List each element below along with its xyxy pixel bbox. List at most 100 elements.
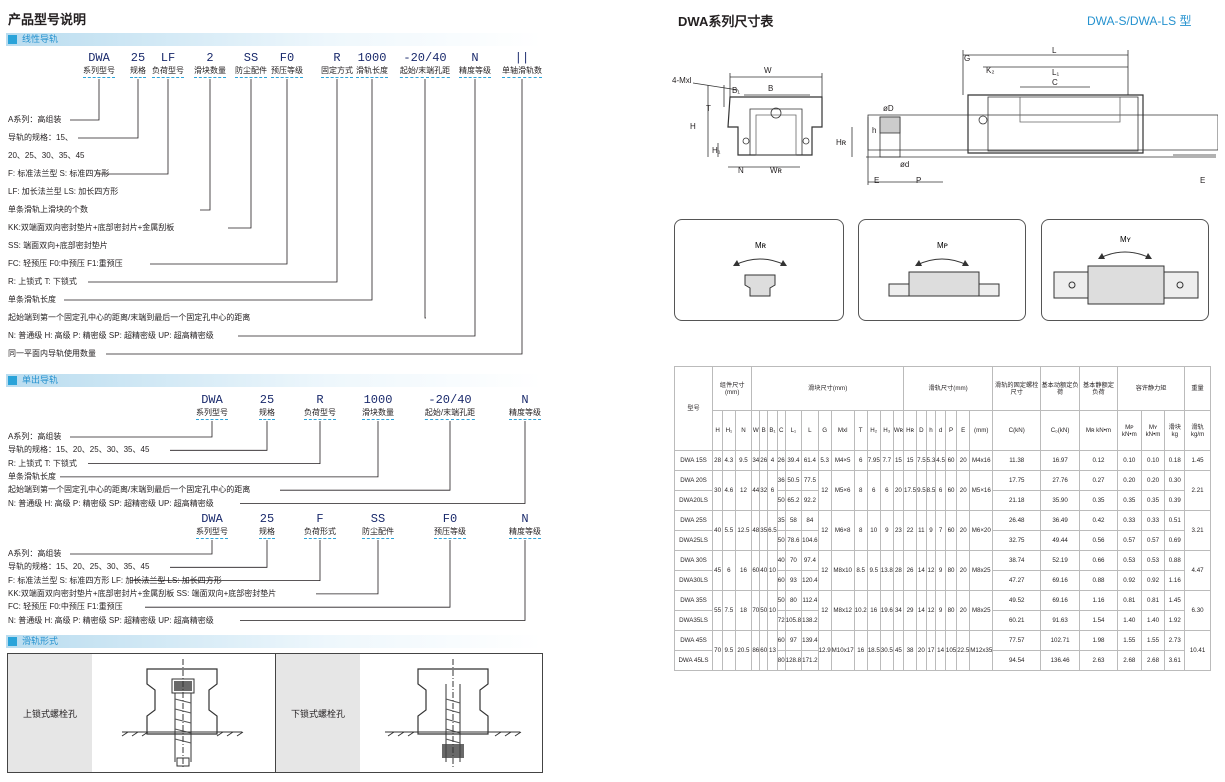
code-label: 精度等级 <box>509 526 541 539</box>
table-cell: 28 <box>711 450 724 471</box>
table-cell: M5×6 <box>830 470 855 511</box>
code-description: SS: 端面双向+底部密封垫片 <box>8 241 108 250</box>
code-label: 规格 <box>130 65 146 78</box>
sub-header: H₃ <box>879 410 894 451</box>
table-cell: 23 <box>892 510 905 551</box>
model-cell: DWA 45LS <box>674 650 713 671</box>
table-cell: 4.5 <box>935 450 946 471</box>
code-label: 滑轨长度 <box>356 65 388 78</box>
dim-label: L <box>1052 46 1057 55</box>
sub-header: L <box>801 410 819 451</box>
table-cell: 21.18 <box>992 490 1042 511</box>
code-description: 起始端到第一个固定孔中心的距离/末端到最后一个固定孔中心的距离 <box>8 313 251 322</box>
code-description: A系列：高组装 <box>8 549 62 558</box>
code-label: 单轴滑轨数 <box>502 65 542 78</box>
table-cell: M4x16 <box>969 450 994 471</box>
table-cell: 5.5 <box>722 510 736 551</box>
table-cell: 9 <box>935 590 946 631</box>
code-segment: 25 <box>259 393 275 407</box>
table-cell: 1.98 <box>1079 630 1118 651</box>
sub-header: 滑块 kg <box>1164 410 1186 451</box>
table-cell: 0.30 <box>1164 470 1186 491</box>
table-cell: 70 <box>751 590 761 631</box>
table-cell: 69.16 <box>1040 590 1080 611</box>
code-segment: LF <box>160 51 176 65</box>
table-cell: 77.57 <box>992 630 1042 651</box>
sub-header: Mʀ kN•m <box>1079 410 1118 451</box>
table-cell: 50 <box>776 530 786 551</box>
code-description: F: 标准法兰型 S: 标准四方形 <box>8 169 110 178</box>
code-segment: -20/40 <box>428 393 472 407</box>
code-description: N: 普通级 H: 高级 P: 精密级 SP: 超精密级 UP: 超高精密级 <box>8 331 214 340</box>
sub-header: N <box>734 410 753 451</box>
code-segment: N <box>521 512 529 526</box>
table-cell: 49.44 <box>1040 530 1080 551</box>
code-description: KK:双端面双向密封垫片+底部密封片+金属刮板 SS: 端面双向+底部密封垫片 <box>8 588 277 598</box>
upper-lock-label: 上锁式螺栓孔 <box>22 708 77 719</box>
table-cell: 22.5 <box>956 630 971 671</box>
table-cell: 1.55 <box>1116 630 1142 651</box>
square-bullet-icon <box>8 637 17 646</box>
code-description: KK:双端面双向密封垫片+底部密封片+金属刮板 <box>8 223 175 232</box>
table-cell: 4.47 <box>1184 550 1211 591</box>
code-description: R: 上锁式 T: 下锁式 <box>8 277 77 286</box>
code-description: LF: 加长法兰型 LS: 加长四方形 <box>8 187 119 196</box>
table-cell: 120.4 <box>801 570 819 591</box>
table-cell: 12.9 <box>817 630 832 671</box>
code-label: 系列型号 <box>196 526 228 539</box>
table-cell: 12.5 <box>734 510 753 551</box>
table-cell: 6 <box>935 470 946 511</box>
dim-label: Hʀ <box>836 138 847 147</box>
table-cell: 80 <box>776 650 786 671</box>
lower-lock-rail-icon <box>385 659 522 769</box>
table-cell: 97 <box>784 630 803 651</box>
table-cell: 0.69 <box>1164 530 1186 551</box>
table-cell: 16 <box>853 630 868 671</box>
table-cell: 60.21 <box>992 610 1042 631</box>
model-cell: DWA20LS <box>674 490 713 511</box>
table-cell: 50 <box>776 590 786 611</box>
model-cell: DWA 20S <box>674 470 713 491</box>
code-label: 固定方式 <box>321 65 353 78</box>
sub-header: G <box>817 410 832 451</box>
table-cell: 17 <box>925 630 937 671</box>
table-cell: 26 <box>903 550 918 591</box>
sub-header: C <box>776 410 786 451</box>
model-cell: DWA35LS <box>674 610 713 631</box>
table-cell: 0.88 <box>1079 570 1118 591</box>
dim-label: K₂ <box>986 66 994 75</box>
table-cell: 0.12 <box>1079 450 1118 471</box>
section-bar-rail-type: 滑轨形式 <box>6 635 542 648</box>
table-cell: M5×16 <box>969 470 994 511</box>
table-cell: M4×5 <box>830 450 855 471</box>
table-cell: 3.61 <box>1164 650 1186 671</box>
sub-header: C(kN) <box>992 410 1042 451</box>
table-cell: 7.5 <box>916 450 927 471</box>
lower-lock-label-cell: 下锁式螺栓孔 <box>276 654 360 772</box>
table-cell: 48 <box>751 510 761 551</box>
table-cell: 0.10 <box>1116 450 1142 471</box>
code-label: 负荷型号 <box>152 65 184 78</box>
table-cell: 10 <box>767 550 778 591</box>
sub-header: Mxl <box>830 410 855 451</box>
table-cell: 1.55 <box>1140 630 1166 651</box>
table-cell: 9 <box>879 510 894 551</box>
code-segment: 1000 <box>363 393 393 407</box>
table-cell: 16 <box>734 550 753 591</box>
table-cell: 5.3 <box>817 450 832 471</box>
code-label: 起始/末端孔距 <box>424 407 476 420</box>
col-bolt: 滑轨的固定螺栓尺寸 <box>992 366 1042 411</box>
table-cell: 9.5 <box>734 450 753 471</box>
table-cell: 34 <box>892 590 905 631</box>
table-cell: 2.68 <box>1140 650 1166 671</box>
table-cell: 20.5 <box>734 630 753 671</box>
table-cell: M8x12 <box>830 590 855 631</box>
code-segment: SS <box>243 51 259 65</box>
roll-moment-icon: Mʀ <box>733 241 787 297</box>
table-cell: 20 <box>892 470 905 511</box>
code-segment: R <box>333 51 341 65</box>
dimension-table-title: DWA系列尺寸表 <box>678 14 774 29</box>
code-description: A系列：高组装 <box>8 432 62 441</box>
table-cell: 45 <box>711 550 724 591</box>
sub-header: L₁ <box>784 410 803 451</box>
